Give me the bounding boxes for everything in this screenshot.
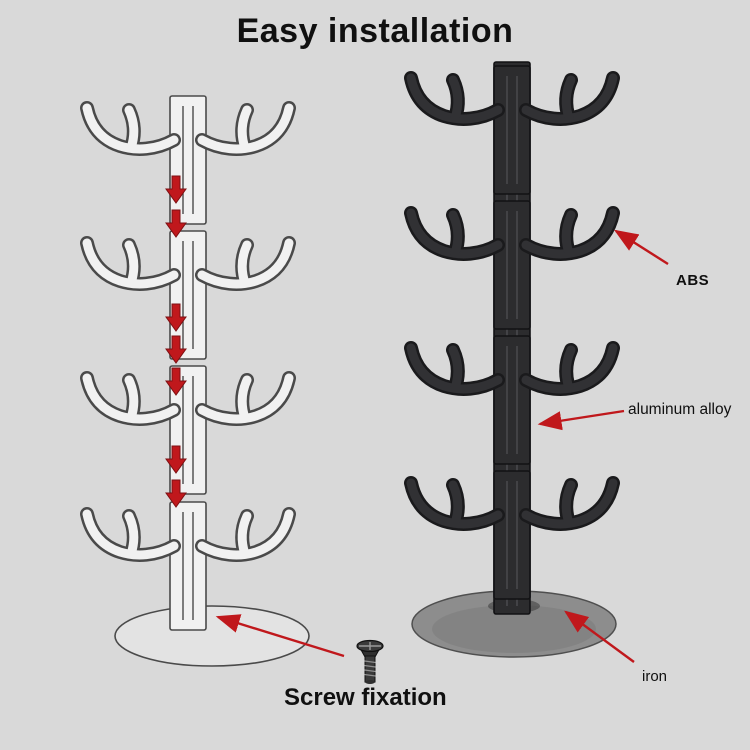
solid-stand-illustration xyxy=(372,61,617,658)
abs-label: ABS xyxy=(676,272,710,289)
page-title: Easy installation xyxy=(236,12,514,50)
wireframe-levels xyxy=(87,96,289,630)
iron-label: iron xyxy=(642,668,668,685)
aluminum-alloy-label: aluminum alloy xyxy=(628,401,732,418)
wireframe-stand-illustration xyxy=(50,78,310,667)
wireframe-base xyxy=(114,605,310,667)
screw-fixation-label: Screw fixation xyxy=(284,684,447,711)
screw-icon xyxy=(356,639,384,684)
